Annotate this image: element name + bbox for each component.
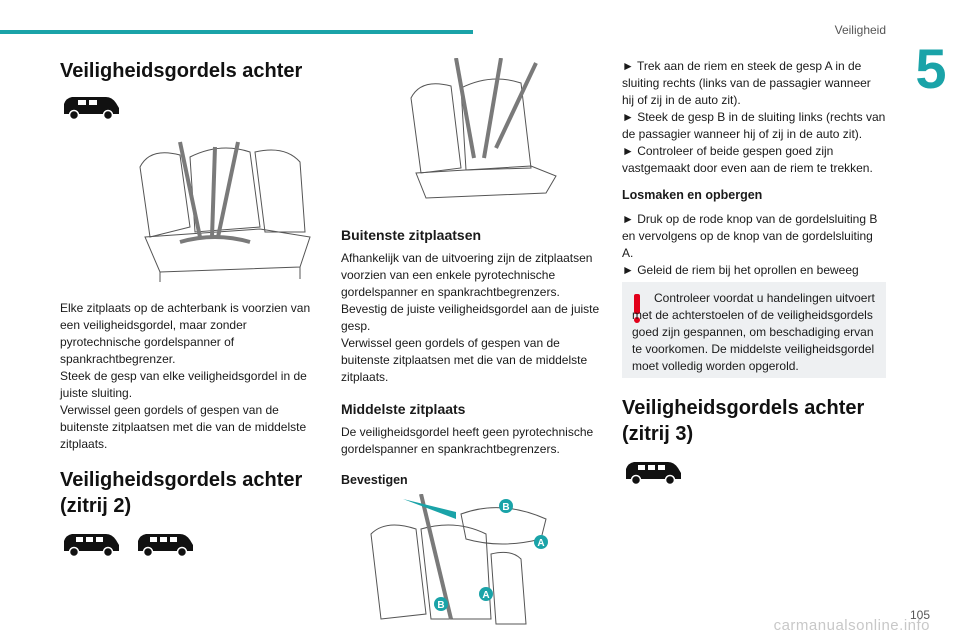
fasten-step: ► Trek aan de riem en steek de gesp A in… bbox=[622, 59, 871, 107]
callout-b-bottom: B bbox=[434, 597, 448, 611]
section-heading-rear-belts: Veiligheidsgordels achter bbox=[60, 60, 303, 82]
outer-seats-paragraph: Bevestig de juiste veiligheidsgordel aan… bbox=[341, 302, 600, 333]
fasten-step: ► Controleer of beide gespen goed zijn v… bbox=[622, 144, 873, 175]
rear-belt-paragraph: Steek de gesp van elke veiligheidsgordel… bbox=[60, 369, 307, 400]
fasten-step: ► Steek de gesp B in de sluiting links (… bbox=[622, 110, 886, 141]
heading-fasten: Bevestigen bbox=[341, 473, 408, 487]
vehicle-icon-row bbox=[60, 529, 322, 564]
callout-a-label: A bbox=[537, 538, 544, 549]
callout-b-label: B bbox=[502, 502, 509, 513]
page-number: 105 bbox=[909, 608, 930, 622]
heading-outer-seats: Buitenste zitplaatsen bbox=[341, 227, 482, 243]
callout-a-top: A bbox=[534, 535, 548, 549]
exclamation-icon bbox=[634, 294, 640, 323]
outer-seats-paragraph: Afhankelijk van de uitvoering zijn de zi… bbox=[341, 251, 593, 299]
callout-b-label: B bbox=[437, 600, 444, 611]
warning-text: Controleer voordat u handelingen uitvoer… bbox=[632, 291, 875, 373]
header-accent-bar bbox=[0, 30, 473, 34]
release-step: ► Druk op de rode knop van de gordelslui… bbox=[622, 212, 878, 260]
middle-seat-paragraph: De veiligheidsgordel heeft geen pyrotech… bbox=[341, 425, 594, 456]
callout-a-label: A bbox=[482, 590, 489, 601]
left-column: Veiligheidsgordels achter Elke zitplaats… bbox=[60, 58, 322, 564]
chapter-number-tab: 5 bbox=[902, 37, 960, 100]
right-column: ► Trek aan de riem en steek de gesp A in… bbox=[622, 58, 886, 313]
heading-middle-seat: Middelste zitplaats bbox=[341, 401, 466, 417]
callout-a-bottom: A bbox=[479, 587, 493, 601]
vehicle-icon-row bbox=[60, 92, 322, 127]
rear-bench-illustration bbox=[120, 137, 320, 287]
van-icon bbox=[64, 534, 119, 558]
chapter-number: 5 bbox=[915, 37, 947, 100]
warning-box: Controleer voordat u handelingen uitvoer… bbox=[622, 282, 886, 378]
outer-seats-paragraph: Verwissel geen gordels of gespen van de … bbox=[341, 336, 588, 384]
fasten-illustration: B A A B bbox=[361, 493, 561, 634]
section-heading-row3: Veiligheidsgordels achter (zitrij 3) bbox=[622, 397, 865, 445]
right-column-lower: Veiligheidsgordels achter (zitrij 3) bbox=[622, 395, 886, 492]
section-heading-row2: Veiligheidsgordels achter (zitrij 2) bbox=[60, 469, 303, 517]
rear-belt-paragraph: Verwissel geen gordels of gespen van de … bbox=[60, 403, 307, 451]
outer-seats-illustration bbox=[396, 57, 566, 203]
callout-b-top: B bbox=[499, 499, 513, 513]
van-icon bbox=[64, 97, 119, 121]
van-icon bbox=[138, 534, 194, 558]
middle-column: Buitenste zitplaatsen Afhankelijk van de… bbox=[341, 57, 603, 639]
vehicle-icon-row bbox=[622, 457, 886, 492]
heading-release: Losmaken en opbergen bbox=[622, 188, 763, 202]
section-title: Veiligheid bbox=[834, 23, 886, 37]
rear-belt-paragraph: Elke zitplaats op de achterbank is voorz… bbox=[60, 301, 311, 366]
van-icon bbox=[626, 462, 681, 486]
watermark: carmanualsonline.info bbox=[773, 617, 930, 634]
